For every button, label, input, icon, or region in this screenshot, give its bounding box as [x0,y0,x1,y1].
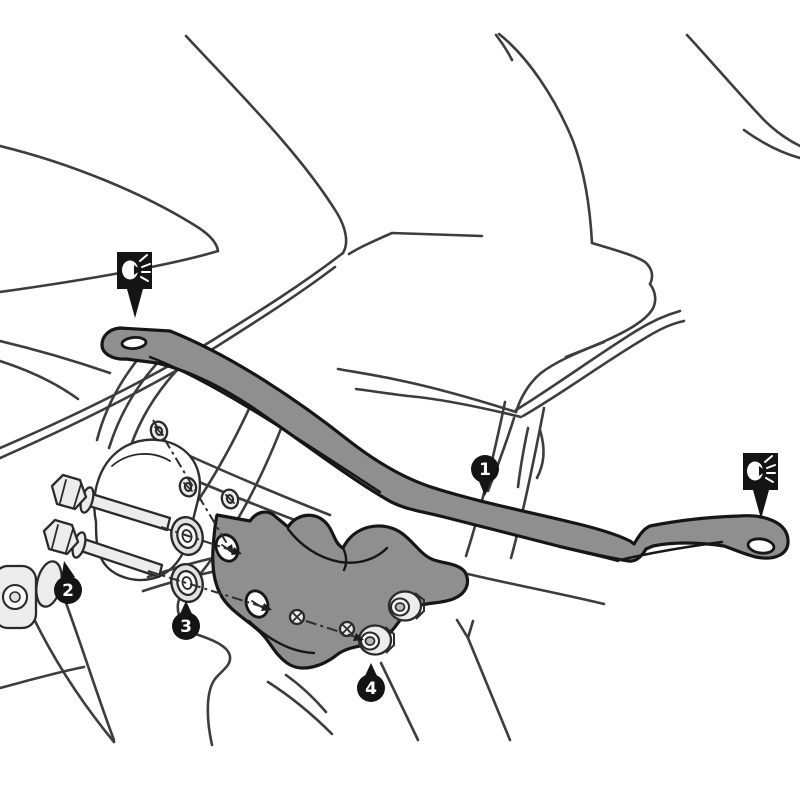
plate-screw-tip-1 [288,608,306,626]
bracket-hole-right [746,537,776,555]
hex-bolt-lower [42,518,164,579]
small-screw-2 [178,476,198,498]
callout-number-4: 4 [365,679,377,699]
look-attention-icon-right [743,453,778,519]
plate-screw-tip-2 [338,620,356,638]
flange-nut-rear [387,590,425,622]
callout-pin-1: 1 [471,455,499,496]
bracket-gusset-plate [211,510,470,670]
mounting-bracket-arm [100,326,790,563]
look-attention-icon-left [117,252,152,318]
small-screw-1 [149,420,169,442]
bracket-slot-left [120,336,148,350]
callout-pin-4: 4 [357,663,385,702]
callout-number-2: 2 [62,581,74,601]
callout-pin-3: 3 [172,601,200,640]
washer-lower [170,562,204,604]
hex-bolt-upper [50,473,172,532]
callout-pin-2: 2 [54,561,82,604]
centerlines [147,419,364,641]
small-screw-3 [220,488,240,510]
motorcycle-outline [0,32,800,747]
axle-end [0,560,63,630]
flange-nut-front [357,624,395,656]
callout-number-1: 1 [479,460,491,480]
callout-number-3: 3 [180,617,192,637]
